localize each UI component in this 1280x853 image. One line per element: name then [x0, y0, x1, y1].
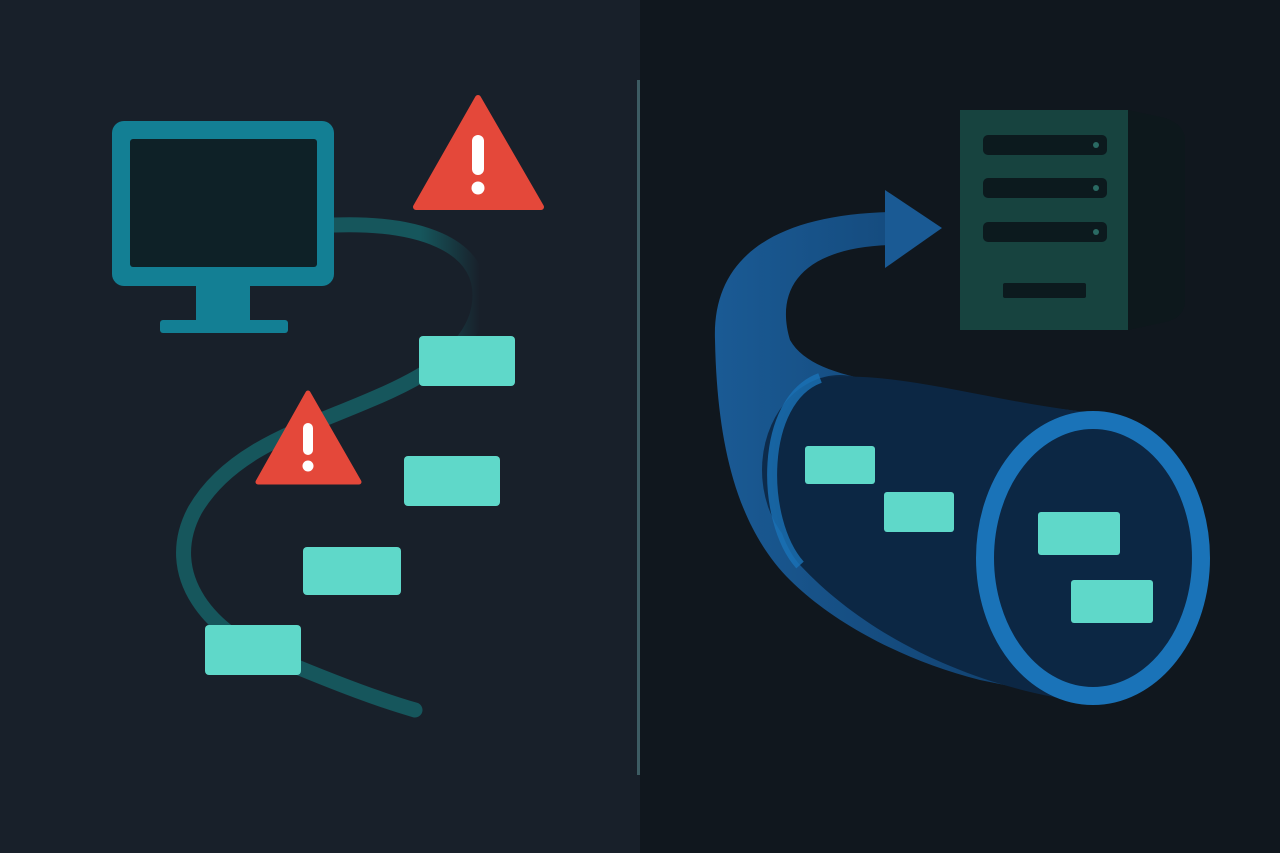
data-packet-icon	[1038, 512, 1120, 555]
data-packet-icon	[303, 547, 401, 595]
arrow-icon	[885, 190, 942, 268]
data-packet-icon	[419, 336, 515, 386]
warning-icon	[413, 95, 544, 210]
monitor-icon	[112, 121, 334, 333]
data-packet-icon	[805, 446, 875, 484]
data-packet-icon	[884, 492, 954, 532]
data-packet-icon	[1071, 580, 1153, 623]
data-packet-icon	[205, 625, 301, 675]
server-icon	[960, 110, 1185, 330]
data-packet-icon	[404, 456, 500, 506]
divider	[637, 80, 640, 775]
warning-icon	[255, 390, 362, 485]
